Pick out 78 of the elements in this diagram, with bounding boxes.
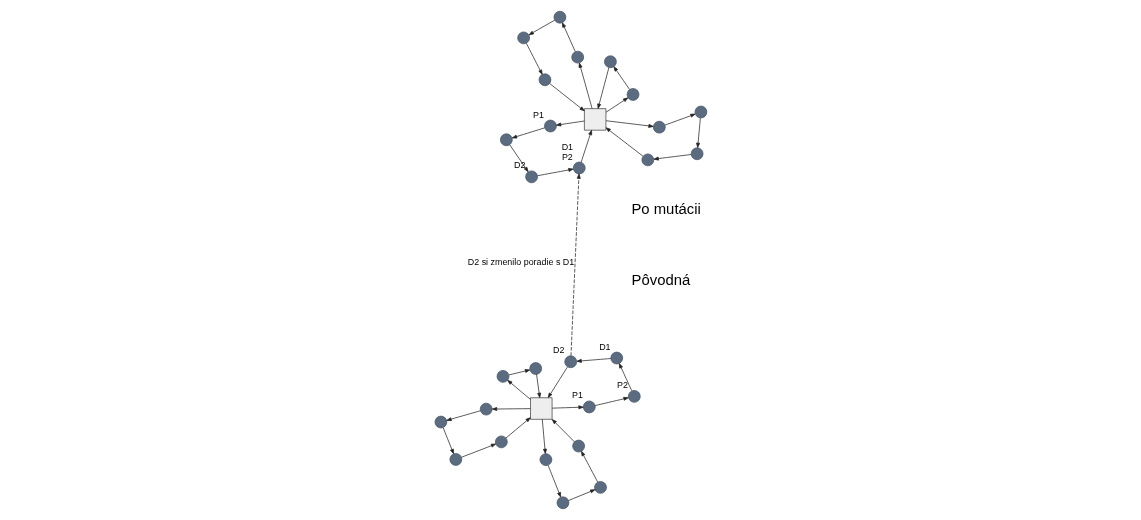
arrow	[460, 443, 496, 458]
node-circle	[690, 147, 703, 161]
arrow	[445, 410, 481, 421]
arrow	[551, 405, 584, 410]
node-circle	[528, 362, 542, 375]
arrow	[491, 407, 531, 411]
arrow	[536, 168, 573, 177]
arrow	[541, 419, 547, 454]
node-box	[529, 397, 552, 420]
arrow	[561, 22, 576, 52]
arrow	[605, 127, 643, 157]
node-label: P1	[571, 390, 583, 401]
node-label: P2	[561, 151, 573, 162]
node-label: P1	[532, 109, 544, 120]
arrow	[547, 366, 568, 398]
arrow	[596, 67, 609, 109]
node-circle	[449, 453, 462, 466]
arrow	[580, 129, 592, 163]
node-label: D2	[513, 160, 525, 171]
node-circle	[582, 400, 596, 414]
node-circle	[694, 105, 707, 119]
node-circle	[571, 439, 585, 453]
arrow	[547, 464, 561, 498]
node-label: D1	[598, 341, 611, 352]
node-circle	[641, 153, 654, 167]
arrow	[555, 120, 585, 127]
arrow	[618, 363, 632, 392]
node-label: D1	[561, 141, 573, 152]
arrow	[664, 113, 696, 126]
arrow	[605, 120, 654, 128]
node-circle	[609, 351, 623, 365]
node-circle	[479, 402, 492, 416]
arrow	[594, 396, 629, 406]
node-circle	[538, 73, 551, 87]
arrow	[548, 83, 585, 112]
arrow	[576, 358, 611, 363]
arrow	[580, 450, 598, 483]
arrow	[605, 97, 628, 113]
arrow	[551, 419, 575, 443]
node-circle	[553, 10, 566, 24]
arrow	[570, 173, 581, 357]
label: Pôvodná	[631, 272, 690, 289]
arrow	[653, 154, 691, 161]
node-circle	[516, 31, 530, 45]
arrow	[535, 374, 541, 398]
arrow	[695, 117, 701, 148]
node-circle	[494, 435, 508, 449]
arrow	[613, 66, 630, 90]
node-label: D2	[552, 345, 565, 356]
node-circle	[539, 453, 552, 466]
node-box	[583, 108, 606, 131]
node-circle	[593, 481, 607, 494]
arrow	[525, 43, 543, 75]
arrow	[511, 127, 545, 139]
arrow	[508, 369, 530, 376]
node-circle	[603, 55, 617, 69]
node-circle	[563, 355, 577, 369]
node-circle	[556, 496, 569, 510]
arrow	[528, 19, 555, 36]
node-circle	[434, 415, 447, 429]
node-circle	[524, 170, 538, 184]
node-circle	[570, 50, 584, 64]
node-circle	[652, 120, 666, 134]
node-circle	[543, 119, 557, 133]
arrow	[442, 427, 454, 455]
node-circle	[626, 88, 639, 101]
arrow	[567, 489, 595, 501]
node-circle	[499, 133, 513, 147]
node-circle	[627, 390, 641, 403]
node-label: P2	[616, 379, 628, 390]
label: Po mutácii	[630, 200, 701, 217]
arrow	[505, 417, 531, 439]
arrow	[578, 62, 592, 109]
node-circle	[496, 370, 509, 383]
arrow	[506, 379, 531, 400]
arrow	[509, 144, 528, 173]
edge-label: D2 si zmenilo poradie s D1	[467, 256, 574, 267]
node-circle	[572, 161, 586, 175]
